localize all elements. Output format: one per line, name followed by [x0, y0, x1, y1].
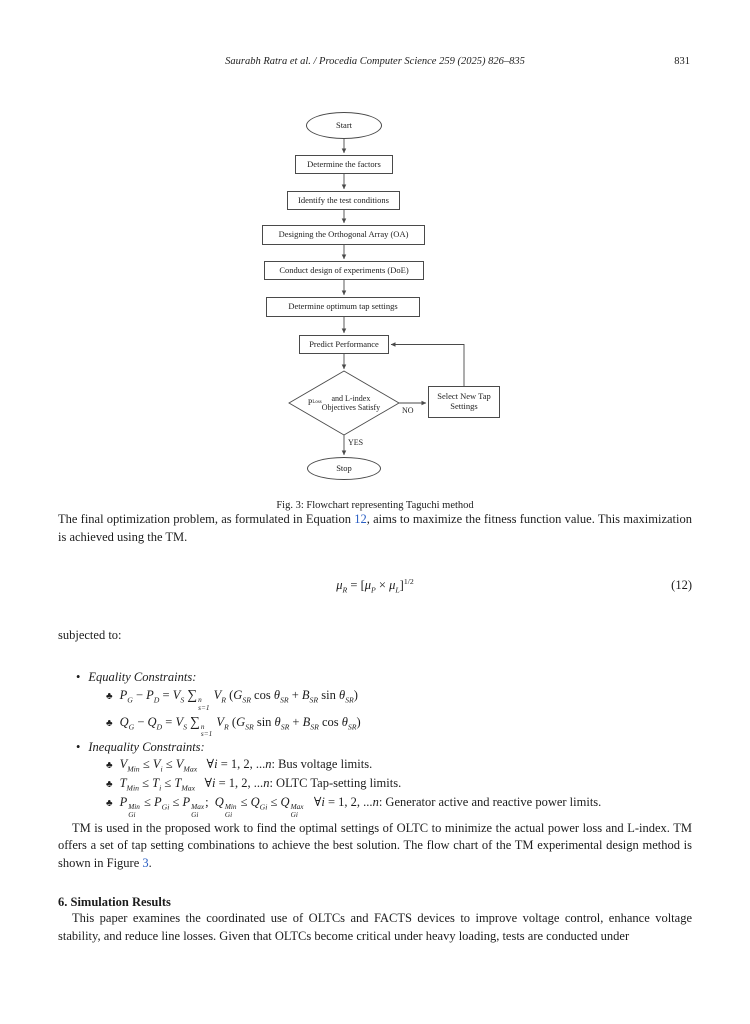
paragraph-text: , aims to maximize the fitness function … [58, 512, 692, 544]
paragraph-simulation-results: This paper examines the coordinated use … [58, 910, 692, 943]
paragraph-optimization-problem: The final optimization problem, as formu… [58, 511, 692, 547]
flowchart-no-label: NO [402, 406, 414, 415]
flowchart-stop-node: Stop [307, 457, 381, 480]
inequality-constraints-title: Inequality Constraints: [76, 739, 692, 756]
taguchi-flowchart: Start Determine the factors Identify the… [0, 110, 750, 482]
equality-constraint-active-power: PG − PD = VS ∑ns=1 VR (GSR cos θSR + BSR… [106, 686, 692, 712]
paragraph-tm-usage: TM is used in the proposed work to find … [58, 820, 692, 873]
flowchart-select-new-tap-settings-node: Select New Tap Settings [428, 386, 500, 418]
flowchart-start-node: Start [306, 112, 382, 139]
equality-constraint-reactive-power: QG − QD = VS ∑ns=1 VR (GSR sin θSR + BSR… [106, 713, 692, 739]
inequality-constraint-bus-voltage: VMin ≤ Vi ≤ VMax ∀i = 1, 2, ...n: Bus vo… [106, 756, 692, 775]
flowchart-step-predict-performance: Predict Performance [299, 335, 389, 354]
figure-3-caption: Fig. 3: Flowchart representing Taguchi m… [276, 500, 474, 511]
section-6-heading: 6. Simulation Results [58, 894, 171, 909]
flowchart-step-determine-factors: Determine the factors [295, 155, 393, 174]
equation-12-row: μR = [μP × μL]1/2 (12) [58, 577, 692, 595]
flowchart-step-conduct-doe: Conduct design of experiments (DoE) [264, 261, 424, 280]
paragraph-text: TM is used in the proposed work to find … [58, 820, 692, 871]
flowchart-step-identify-test-conditions: Identify the test conditions [287, 191, 400, 210]
paragraph-text: . [148, 856, 152, 871]
equation-12-number: (12) [671, 577, 692, 592]
flowchart-step-design-orthogonal-array: Designing the Orthogonal Array (OA) [262, 225, 425, 245]
equation-12-reference-link[interactable]: 12 [354, 512, 367, 526]
flowchart-yes-label: YES [348, 438, 364, 447]
paragraph-text: The final optimization problem, as formu… [58, 512, 355, 526]
header-citation: Saurabh Ratra et al. / Procedia Computer… [225, 56, 525, 67]
constraints-list: Equality Constraints: PG − PD = VS ∑ns=1… [58, 669, 692, 819]
page-content: The final optimization problem, as formu… [0, 511, 750, 945]
subjected-to-label: subjected to: [58, 628, 122, 643]
equation-12-body: μR = [μP × μL]1/2 [336, 576, 414, 595]
inequality-constraint-tap-setting: TMin ≤ Ti ≤ TMax ∀i = 1, 2, ...n: OLTC T… [106, 775, 692, 794]
page-number: 831 [674, 56, 690, 67]
figure-3-reference-link[interactable]: 3 [142, 856, 149, 871]
flowchart-step-optimum-tap-settings: Determine optimum tap settings [266, 297, 420, 317]
running-header: Saurabh Ratra et al. / Procedia Computer… [0, 0, 750, 72]
flowchart-connectors [288, 139, 465, 456]
equality-constraints-title: Equality Constraints: [76, 669, 692, 686]
